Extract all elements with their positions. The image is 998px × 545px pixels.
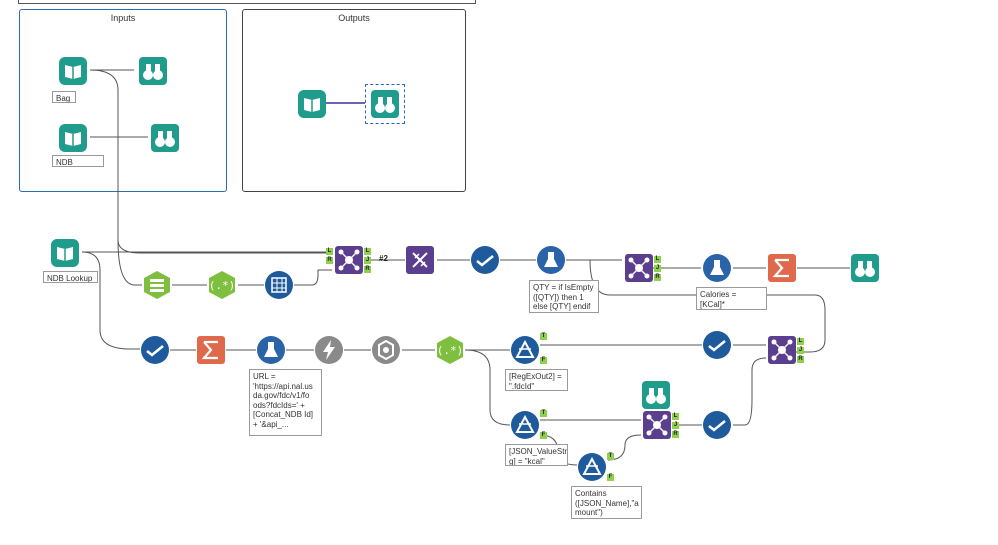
join-anchor-r-out[interactable]: R	[364, 266, 371, 273]
join4-anchor-r-out[interactable]: R	[797, 356, 804, 363]
download-lightning-icon[interactable]	[314, 335, 344, 365]
outputs-container[interactable]: Outputs	[242, 9, 466, 192]
regex-filter-annotation: [RegExOut2] = ".fdcId"	[505, 369, 568, 391]
crosstab-icon[interactable]	[264, 270, 294, 300]
regex-icon[interactable]: (.*)	[207, 270, 237, 300]
bag-annotation: Bag	[52, 91, 76, 103]
bag-input-book-icon[interactable]	[58, 56, 88, 86]
json-parse-icon[interactable]	[371, 335, 401, 365]
join-multiple-icon[interactable]	[767, 335, 797, 365]
summarize-sigma-icon[interactable]	[767, 253, 797, 283]
wire-label-hash2: #2	[379, 254, 388, 263]
join-anchor-l-out[interactable]: L	[364, 248, 371, 255]
json-filter-annotation: [JSON_ValueStrin g] = "kcal"	[505, 444, 568, 466]
formula-flask-icon[interactable]	[702, 253, 732, 283]
filter-triangle-icon[interactable]	[577, 452, 607, 482]
join-anchor-l[interactable]: L	[326, 248, 333, 255]
browse-binoculars-icon[interactable]	[641, 380, 671, 410]
select-check-icon[interactable]	[702, 410, 732, 440]
selected-browse-binoculars-icon[interactable]	[365, 84, 405, 124]
top-container-edge	[18, 0, 476, 4]
formula-flask-icon[interactable]	[256, 335, 286, 365]
filter2-anchor-t[interactable]: T	[540, 410, 547, 417]
inputs-container-title: Inputs	[110, 13, 136, 23]
filter2-anchor-f[interactable]: F	[540, 432, 547, 439]
ndb-lookup-main-annotation: NDB Lookup	[43, 271, 98, 283]
regex-icon[interactable]: (.*)	[435, 335, 465, 365]
qty-formula-annotation: QTY = if IsEmpty ([QTY]) then 1 else [QT…	[529, 280, 599, 313]
svg-text:(.*): (.*)	[437, 344, 464, 357]
select-check-icon[interactable]	[470, 245, 500, 275]
join4-anchor-j-out[interactable]: J	[797, 347, 804, 354]
join-anchor-j-out[interactable]: J	[364, 257, 371, 264]
summarize-sigma-icon[interactable]	[196, 335, 226, 365]
join-multiple-icon[interactable]	[642, 410, 672, 440]
calories-formula-annotation: Calories = [KCal]* [QTY]	[696, 287, 767, 310]
browse-binoculars-icon[interactable]	[850, 253, 880, 283]
filter1-anchor-t[interactable]: T	[540, 333, 547, 340]
filter3-anchor-f[interactable]: F	[607, 474, 614, 481]
browse-binoculars-icon[interactable]	[150, 123, 180, 153]
join2-anchor-j-out[interactable]: J	[654, 265, 661, 272]
filter-triangle-icon[interactable]	[510, 410, 540, 440]
contains-filter-annotation: Contains ([JSON_Name],"a mount")	[571, 486, 642, 519]
sample-dna-icon[interactable]	[405, 245, 435, 275]
join3-anchor-l-out[interactable]: L	[672, 413, 679, 420]
filter3-anchor-t[interactable]: T	[607, 453, 614, 460]
select-records-icon[interactable]	[142, 270, 172, 300]
join3-anchor-j-out[interactable]: J	[672, 422, 679, 429]
join3-anchor-r-out[interactable]: R	[672, 431, 679, 438]
svg-text:(.*): (.*)	[209, 279, 236, 292]
ndb-main-input-book-icon[interactable]	[50, 238, 80, 268]
join-anchor-r[interactable]: R	[326, 257, 333, 264]
ndb-input-book-icon[interactable]	[58, 123, 88, 153]
outputs-container-title: Outputs	[338, 13, 370, 23]
select-check-icon[interactable]	[702, 330, 732, 360]
join-multiple-icon[interactable]	[624, 253, 654, 283]
join2-anchor-l-out[interactable]: L	[654, 256, 661, 263]
formula-flask-icon[interactable]	[536, 245, 566, 275]
filter-triangle-icon[interactable]	[510, 335, 540, 365]
join2-anchor-r-out[interactable]: R	[654, 274, 661, 281]
join4-anchor-l-out[interactable]: L	[797, 338, 804, 345]
url-formula-annotation: URL = 'https://api.nal.us da.gov/fdc/v1/…	[249, 369, 322, 436]
select-check-icon[interactable]	[140, 335, 170, 365]
filter1-anchor-f[interactable]: F	[540, 357, 547, 364]
output-book-icon[interactable]	[297, 89, 327, 119]
join-multiple-icon[interactable]	[334, 245, 364, 275]
ndb-lookup-annotation: NDB Lookup	[52, 155, 104, 167]
browse-binoculars-icon[interactable]	[138, 56, 168, 86]
